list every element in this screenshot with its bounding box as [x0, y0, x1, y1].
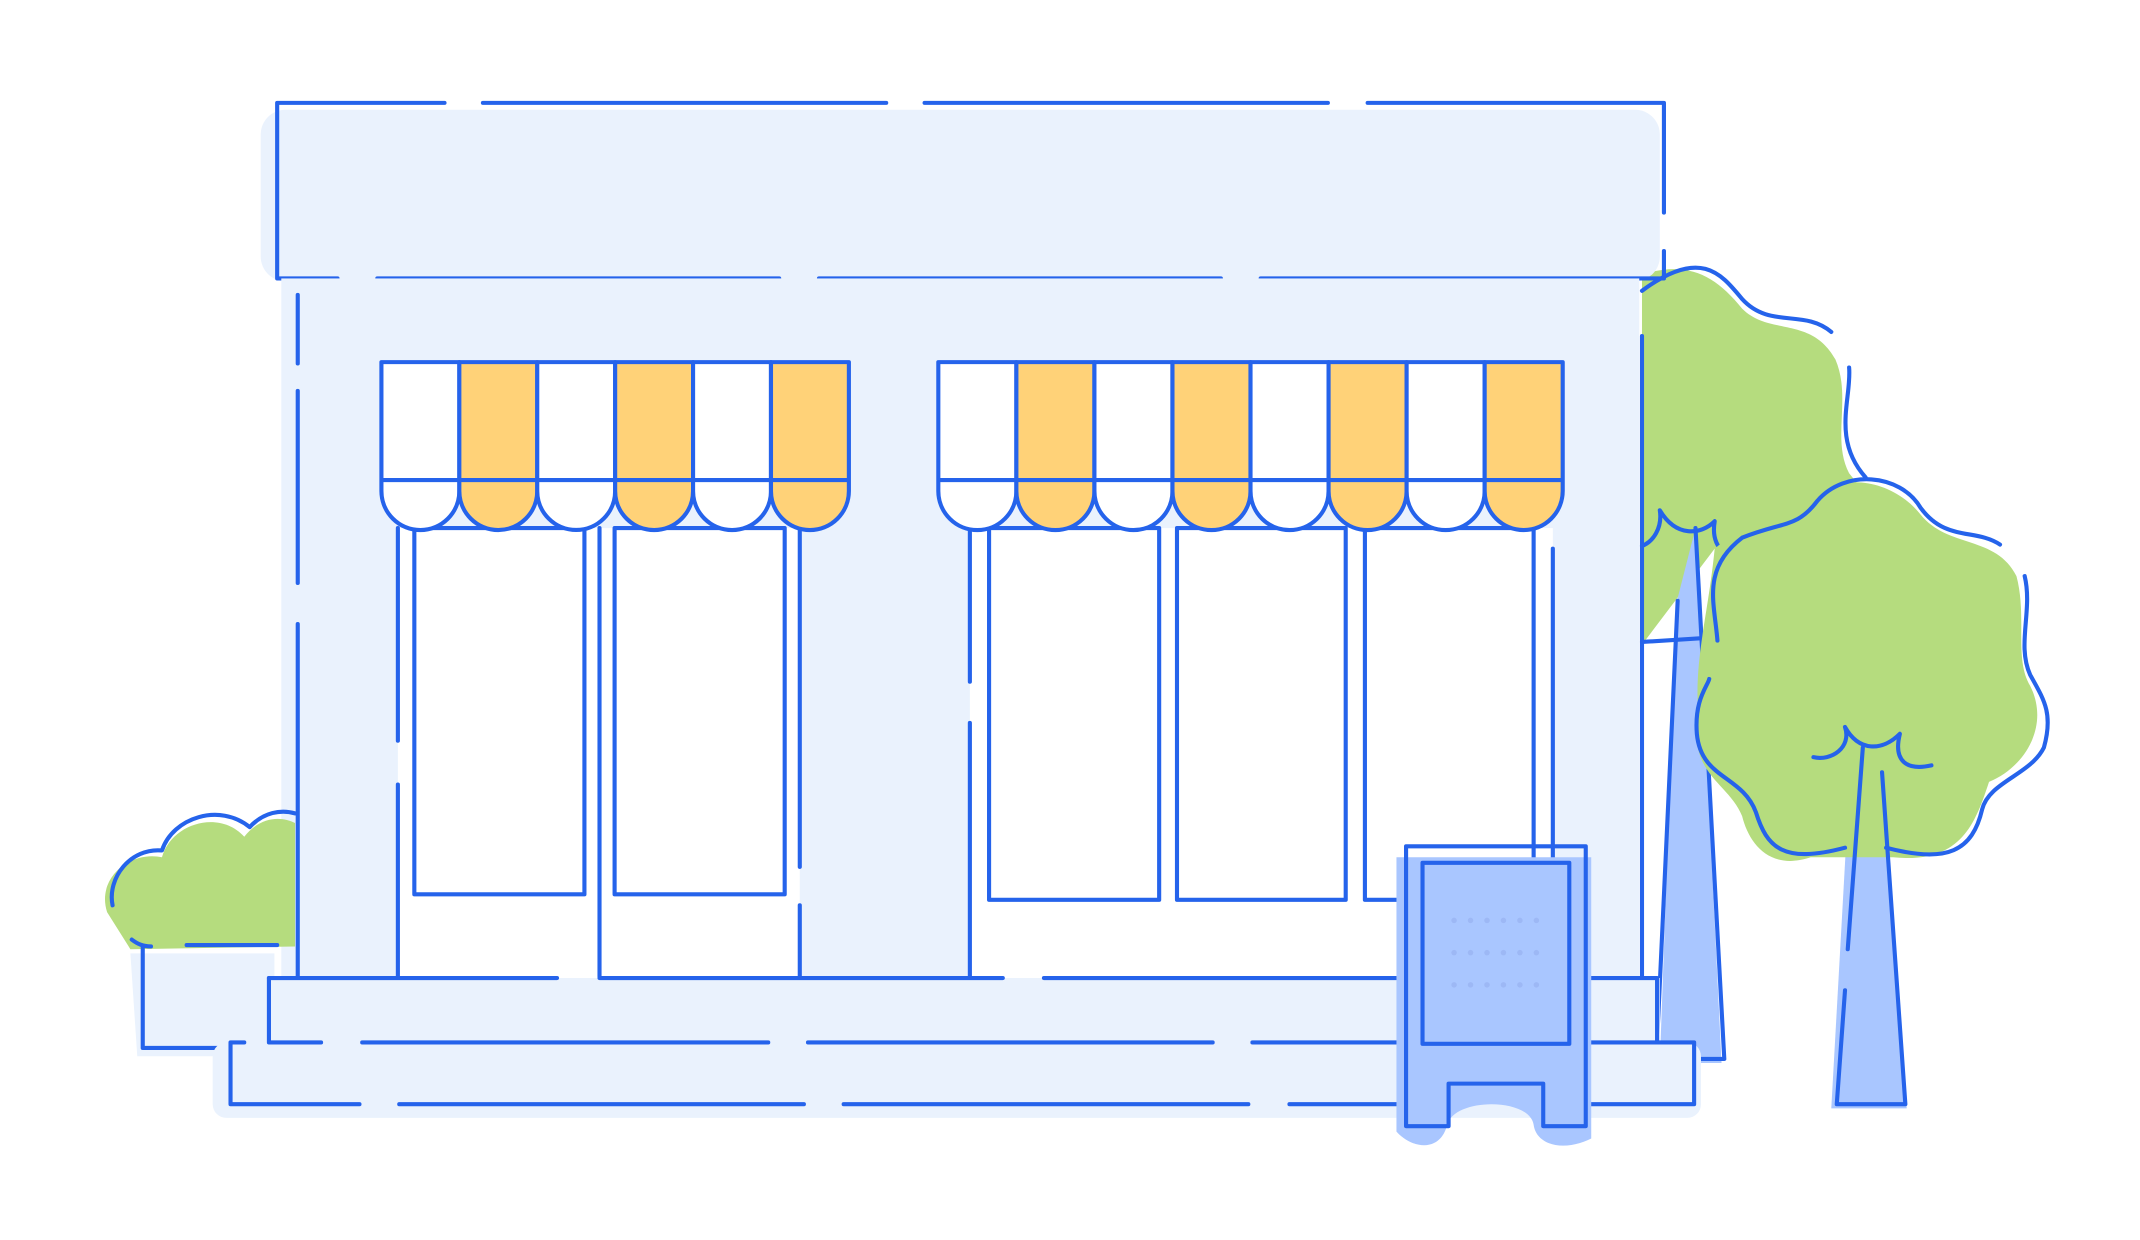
awning-stripe-yellow: [1326, 360, 1409, 533]
left-bush: [104, 809, 298, 1057]
menu-dot: [1533, 917, 1540, 924]
front-tree: [1694, 477, 2050, 1109]
menu-dot: [1533, 949, 1540, 956]
menu-dot: [1500, 917, 1507, 924]
awning-stripe-yellow: [1482, 360, 1565, 533]
menu-dot: [1500, 982, 1507, 988]
back-tree: [1639, 265, 1868, 1064]
menu-dot: [1467, 917, 1474, 924]
awning-stripe-white: [535, 360, 618, 533]
awning-stripe-white: [1092, 360, 1175, 533]
awning-stripe-yellow: [768, 360, 851, 533]
awning-stripe-yellow: [457, 360, 540, 533]
menu-dot: [1517, 982, 1523, 988]
awning-stripe-yellow: [613, 360, 696, 533]
store-sign-band: [260, 100, 1666, 282]
menu-dot: [1467, 982, 1474, 988]
awning-stripe-white: [379, 360, 462, 533]
awning-stripe-white: [691, 360, 774, 533]
menu-dot: [1484, 949, 1490, 956]
left-storefront-windows: [395, 526, 802, 979]
awning-stripe-white: [1404, 360, 1487, 533]
menu-dot: [1484, 917, 1490, 924]
menu-dot: [1500, 949, 1507, 956]
menu-dot: [1484, 982, 1490, 988]
right-window-pane-1: [987, 526, 1162, 902]
sandwich-board-sign: [1396, 844, 1592, 1146]
awning-stripe-yellow: [1170, 360, 1253, 533]
menu-dot: [1517, 917, 1523, 924]
menu-dot: [1451, 949, 1457, 956]
menu-dot: [1451, 917, 1457, 924]
menu-dot: [1517, 949, 1523, 956]
awning-stripe-yellow: [1014, 360, 1097, 533]
left-awning: [379, 360, 851, 533]
right-window-pane-2: [1174, 526, 1348, 902]
right-awning: [936, 360, 1565, 533]
awning-stripe-white: [1248, 360, 1331, 533]
awning-stripe-white: [936, 360, 1019, 533]
menu-dot: [1451, 982, 1457, 988]
left-window-pane-2: [612, 526, 787, 897]
menu-dot: [1467, 949, 1474, 956]
menu-dots: [1451, 917, 1540, 988]
front-tree-crown: [1696, 482, 2038, 861]
menu-dot: [1533, 982, 1540, 988]
